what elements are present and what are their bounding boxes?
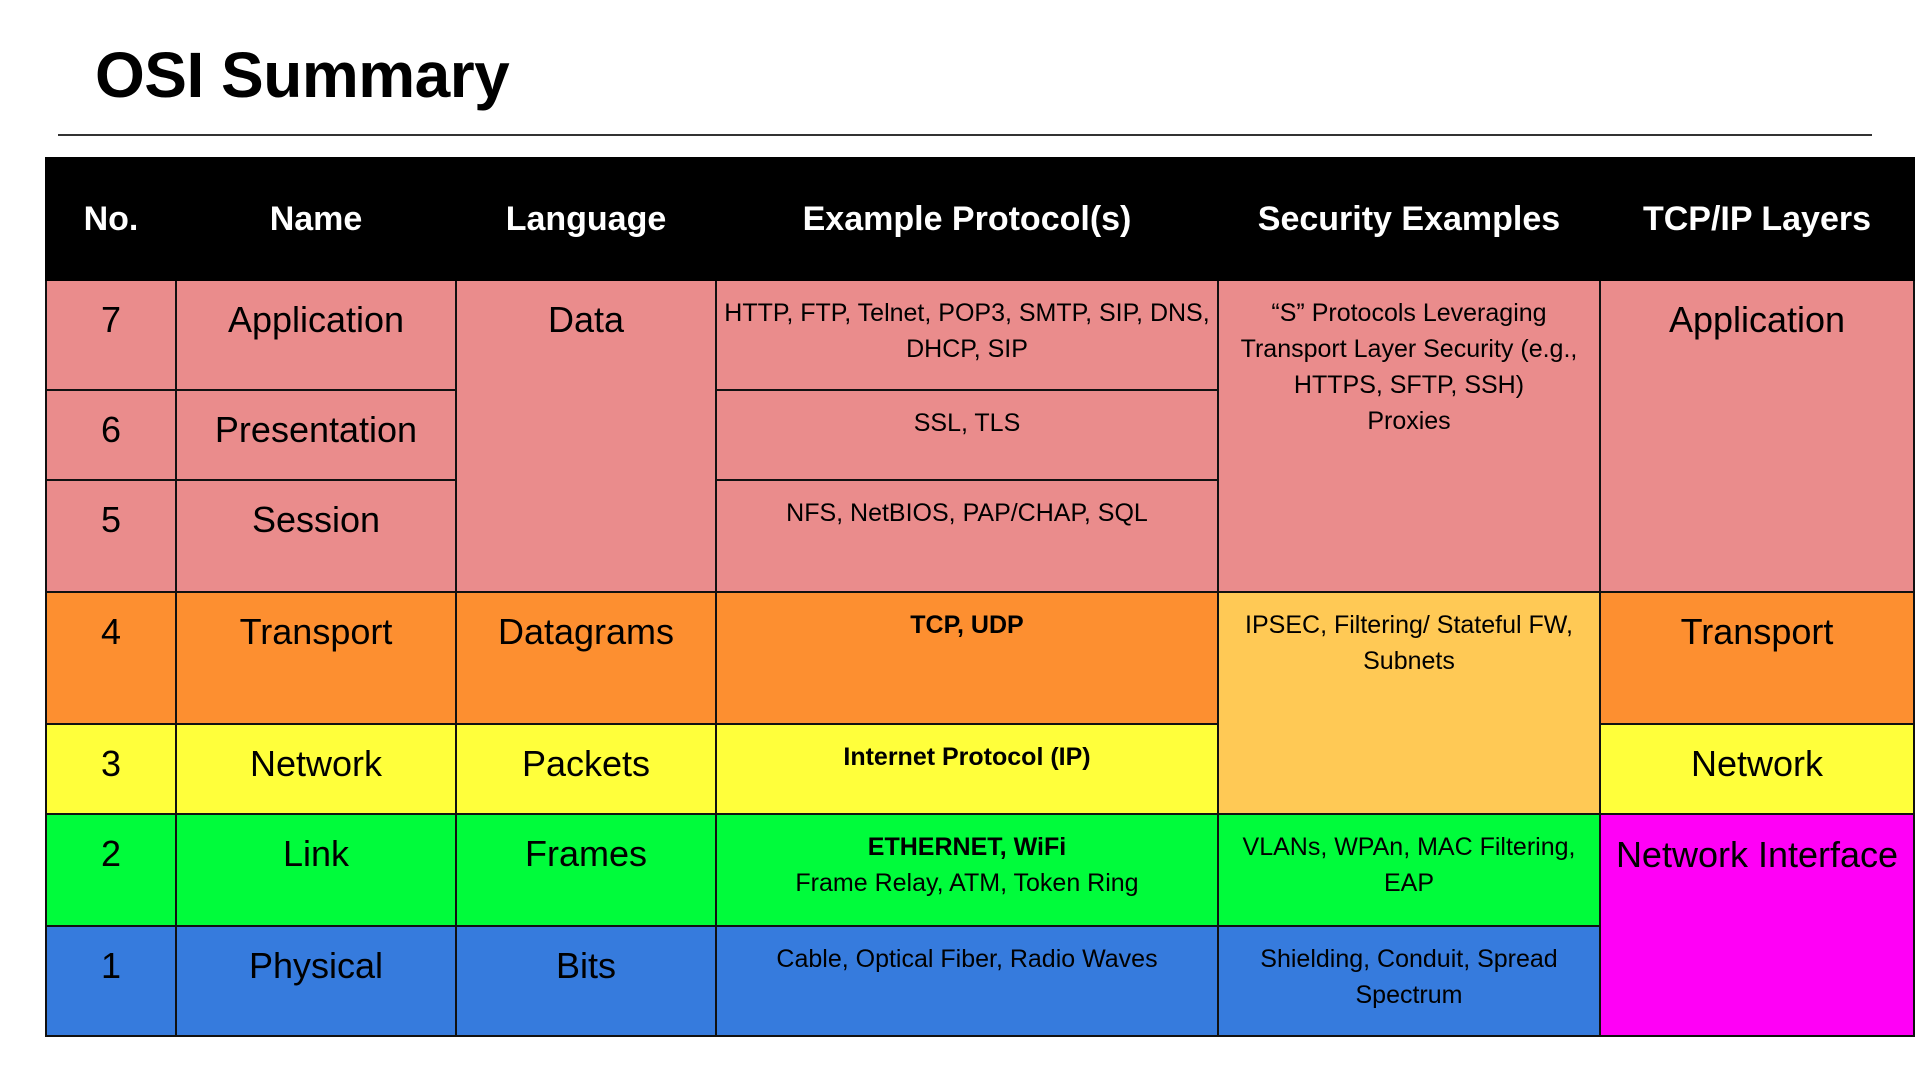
protocols-layer-7: HTTP, FTP, Telnet, POP3, SMTP, SIP, DNS,… bbox=[715, 279, 1219, 391]
layer-number: 3 bbox=[45, 723, 177, 815]
page-title: OSI Summary bbox=[95, 39, 510, 111]
protocols-layer-4: TCP, UDP bbox=[715, 591, 1219, 725]
layer-name: Transport bbox=[175, 591, 457, 725]
header-no: No. bbox=[45, 157, 177, 281]
security-layer-1: Shielding, Conduit, Spread Spectrum bbox=[1217, 925, 1601, 1037]
layer-number: 7 bbox=[45, 279, 177, 391]
header-language: Language bbox=[455, 157, 717, 281]
tcpip-network: Network bbox=[1599, 723, 1915, 815]
layer-name: Session bbox=[175, 479, 457, 593]
table-row-layer-5: 5 Session NFS, NetBIOS, PAP/CHAP, SQL bbox=[45, 479, 1914, 593]
layer-name: Network bbox=[175, 723, 457, 815]
layer-number: 1 bbox=[45, 925, 177, 1037]
title-divider bbox=[58, 134, 1872, 136]
security-upper-proxies: Proxies bbox=[1367, 407, 1451, 435]
table-row-layer-7: 7 Application Data HTTP, FTP, Telnet, PO… bbox=[45, 279, 1915, 593]
header-security: Security Examples bbox=[1217, 157, 1601, 281]
layer-number: 5 bbox=[45, 479, 177, 593]
protocols-layer-5: NFS, NetBIOS, PAP/CHAP, SQL bbox=[715, 479, 1219, 593]
layer-name: Application bbox=[175, 279, 457, 391]
protocols-layer-1: Cable, Optical Fiber, Radio Waves bbox=[715, 925, 1219, 1037]
osi-summary-table: No. Name Language Example Protocol(s) Se… bbox=[45, 157, 1915, 1037]
protocols-layer-3: Internet Protocol (IP) bbox=[715, 723, 1219, 815]
protocols-layer-6: SSL, TLS bbox=[715, 389, 1219, 481]
language-bits: Bits bbox=[455, 925, 717, 1037]
layer-number: 6 bbox=[45, 389, 177, 481]
security-transport-network: IPSEC, Filtering/ Stateful FW, Subnets bbox=[1217, 591, 1601, 815]
layer-name: Link bbox=[175, 813, 457, 927]
language-frames: Frames bbox=[455, 813, 717, 927]
tcpip-transport: Transport bbox=[1599, 591, 1915, 725]
layer-name: Presentation bbox=[175, 389, 457, 481]
security-layer-2: VLANs, WPAn, MAC Filtering, EAP bbox=[1217, 813, 1601, 927]
table-row-layer-3: 3 Network Packets Internet Protocol (IP)… bbox=[45, 723, 1915, 815]
header-tcpip: TCP/IP Layers bbox=[1599, 157, 1915, 281]
header-protocols: Example Protocol(s) bbox=[715, 157, 1219, 281]
layer-number: 4 bbox=[45, 591, 177, 725]
layer-number: 2 bbox=[45, 813, 177, 927]
language-datagrams: Datagrams bbox=[455, 591, 717, 725]
protocols-layer-2-primary: ETHERNET, WiFi bbox=[867, 833, 1067, 861]
language-packets: Packets bbox=[455, 723, 717, 815]
table-row-layer-1: 1 Physical Bits Cable, Optical Fiber, Ra… bbox=[45, 925, 1914, 1037]
tcpip-network-interface: Network Interface bbox=[1599, 813, 1915, 1037]
protocols-layer-2: ETHERNET, WiFi Frame Relay, ATM, Token R… bbox=[715, 813, 1219, 927]
layer-name: Physical bbox=[175, 925, 457, 1037]
security-upper-text: “S” Protocols Leveraging Transport Layer… bbox=[1240, 299, 1578, 399]
security-upper-layers: “S” Protocols Leveraging Transport Layer… bbox=[1217, 279, 1601, 593]
table-row-layer-4: 4 Transport Datagrams TCP, UDP IPSEC, Fi… bbox=[45, 591, 1915, 815]
language-data: Data bbox=[455, 279, 717, 593]
table-row-layer-2: 2 Link Frames ETHERNET, WiFi Frame Relay… bbox=[45, 813, 1915, 1037]
tcpip-application: Application bbox=[1599, 279, 1915, 593]
table-header-row: No. Name Language Example Protocol(s) Se… bbox=[45, 157, 1915, 281]
table-row-layer-6: 6 Presentation SSL, TLS bbox=[45, 389, 1914, 481]
protocols-layer-2-other: Frame Relay, ATM, Token Ring bbox=[795, 869, 1139, 897]
header-name: Name bbox=[175, 157, 457, 281]
